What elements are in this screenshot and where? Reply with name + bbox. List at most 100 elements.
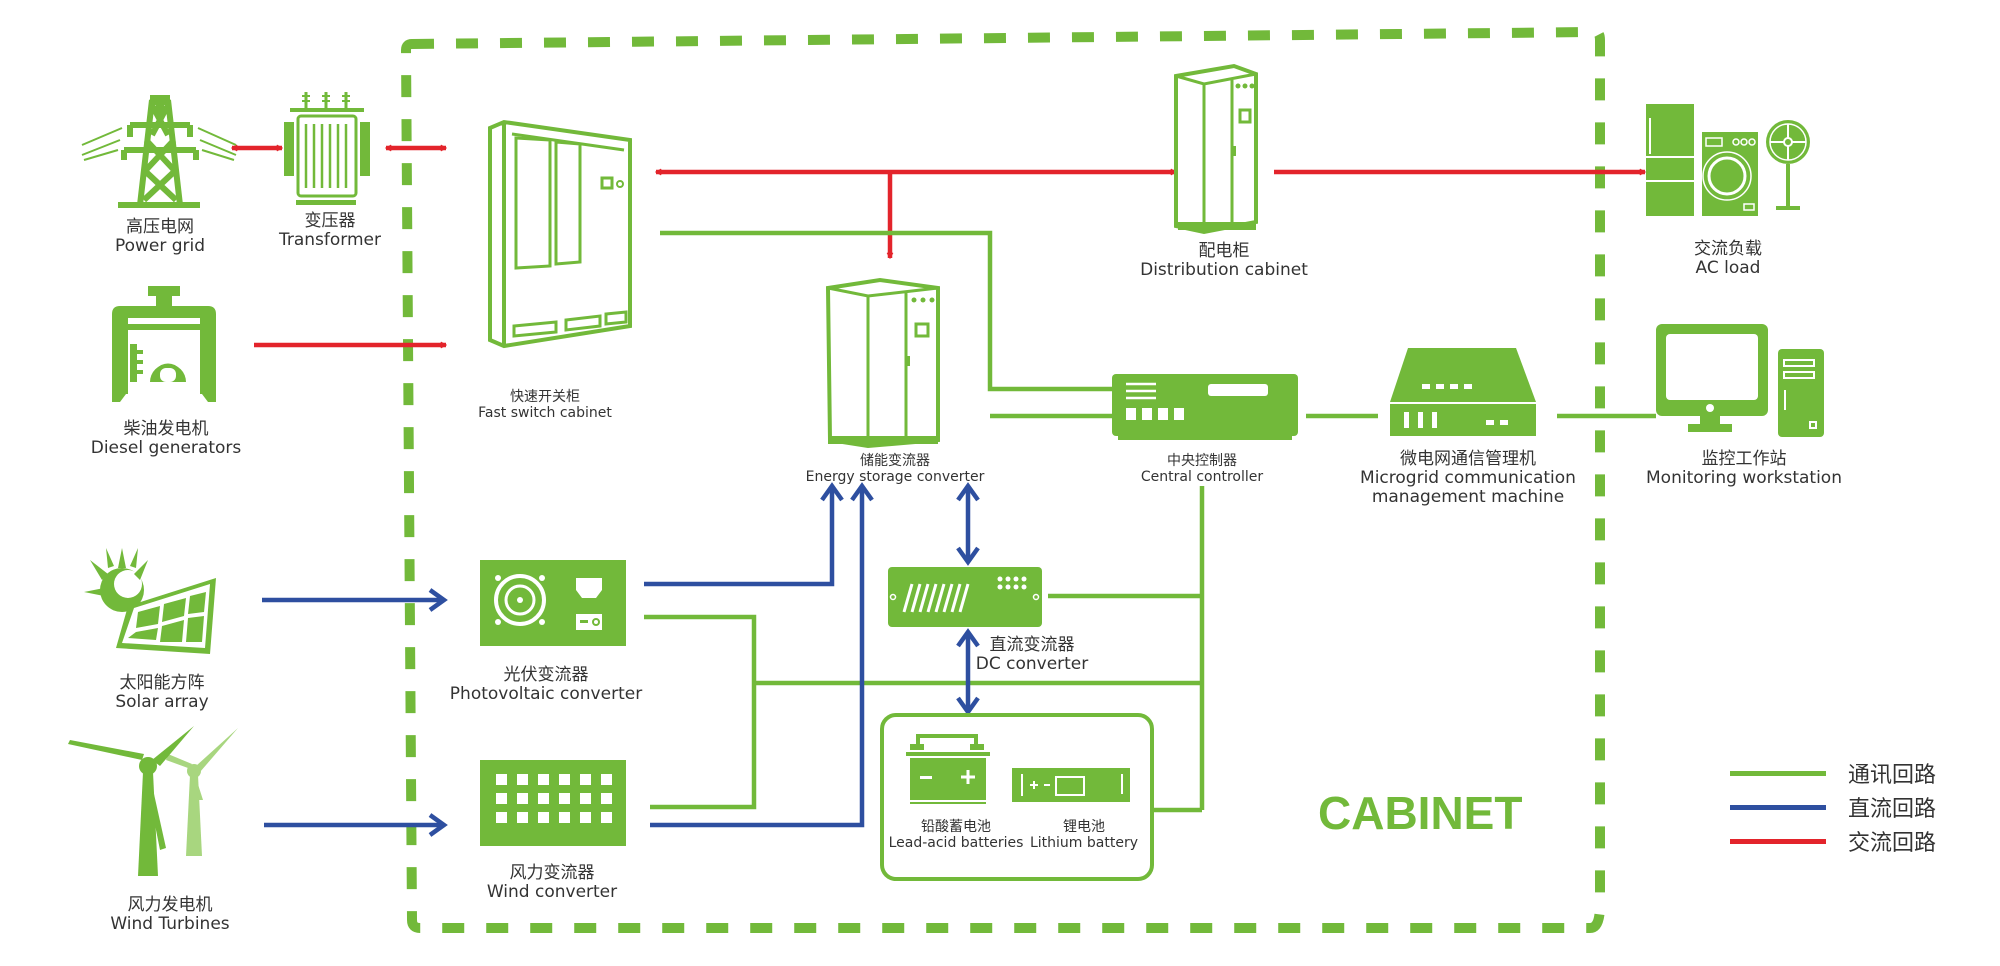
- vent-square: [517, 812, 528, 823]
- label-pv-converter: 光伏变流器 Photovoltaic converter: [449, 665, 643, 705]
- vent-square: [601, 774, 612, 785]
- vent-square: [559, 812, 570, 823]
- label-lead-acid: 铅酸蓄电池 Lead-acid batteries: [888, 819, 1024, 851]
- label-en: Fast switch cabinet: [478, 404, 612, 421]
- legend: 通讯回路 直流回路 交流回路: [1730, 756, 1936, 858]
- label-en: Microgrid communication: [1360, 468, 1576, 489]
- label-diesel: 柴油发电机 Diesel generators: [90, 419, 242, 459]
- dc-arrowhead: [956, 482, 980, 502]
- label-workstation: 监控工作站 Monitoring workstation: [1646, 449, 1842, 489]
- label-en: Monitoring workstation: [1646, 468, 1842, 489]
- label-cn: 高压电网: [125, 217, 194, 237]
- vent-square: [538, 793, 549, 804]
- legend-swatch: [1730, 804, 1826, 810]
- comm-line-switch-controller: [660, 230, 1112, 392]
- label-en: Central controller: [1140, 468, 1264, 485]
- label-cn: 光伏变流器: [503, 665, 589, 685]
- label-en: Diesel generators: [90, 438, 242, 459]
- label-ac-load: 交流负载 AC load: [1694, 239, 1762, 279]
- dc-arrowhead: [428, 588, 448, 612]
- label-central-controller: 中央控制器 Central controller: [1140, 453, 1264, 485]
- dc-arrowhead: [956, 696, 980, 716]
- dc-line-wind-storage: [650, 486, 865, 828]
- label-cn: 锂电池: [1062, 819, 1105, 835]
- legend-swatch: [1730, 838, 1826, 844]
- label-comm-machine: 微电网通信管理机 Microgrid communication managem…: [1360, 449, 1576, 507]
- dc-converter-icon: [888, 567, 1042, 627]
- lead-acid-battery-icon: [906, 734, 990, 804]
- label-cn: 风力变流器: [509, 863, 595, 883]
- communication-machine-icon: [1390, 348, 1536, 436]
- cabinet-boundary: [400, 26, 1605, 933]
- diesel-generator-icon: [112, 286, 216, 402]
- transformer-icon: [284, 92, 370, 205]
- dc-arrowhead: [956, 628, 980, 648]
- legend-item-dc: 直流回路: [1730, 790, 1936, 824]
- label-solar: 太阳能方阵 Solar array: [115, 673, 209, 713]
- lithium-battery-icon: [1012, 768, 1130, 802]
- switch-cabinet-icon: [488, 119, 632, 349]
- label-transformer: 变压器 Transformer: [278, 211, 382, 251]
- distribution-cabinet-icon: [1174, 63, 1258, 235]
- pv-converter-icon: [480, 560, 626, 646]
- storage-converter-icon: [825, 277, 940, 449]
- vent-square: [601, 793, 612, 804]
- label-dc-converter: 直流变流器 DC converter: [975, 635, 1089, 675]
- label-wind: 风力发电机 Wind Turbines: [110, 895, 229, 934]
- label-fast-switch: 快速开关柜 Fast switch cabinet: [478, 389, 612, 421]
- label-cn: 配电柜: [1198, 241, 1250, 261]
- vent-square: [580, 793, 591, 804]
- comm-line-pv-bus: [644, 614, 757, 810]
- legend-item-ac: 交流回路: [1730, 824, 1936, 858]
- vent-square: [496, 812, 507, 823]
- label-cn: 微电网通信管理机: [1399, 449, 1536, 469]
- vent-square: [538, 774, 549, 785]
- vent-square: [496, 793, 507, 804]
- battery-enclosure: [880, 713, 1154, 881]
- label-cn: 监控工作站: [1701, 449, 1787, 469]
- label-en: Wind converter: [486, 882, 618, 903]
- vent-square: [517, 793, 528, 804]
- label-cn: 变压器: [304, 211, 356, 231]
- label-en: Transformer: [278, 230, 382, 251]
- label-en: AC load: [1695, 258, 1761, 279]
- label-cn: 中央控制器: [1167, 453, 1237, 469]
- transmission-tower-icon: [81, 95, 237, 208]
- label-en: Lithium battery: [1029, 834, 1139, 851]
- vent-square: [496, 774, 507, 785]
- label-cn: 直流变流器: [989, 635, 1075, 655]
- vent-square: [580, 812, 591, 823]
- wind-turbine-icon: [68, 726, 238, 876]
- vent-square: [580, 774, 591, 785]
- ac-lines: [232, 148, 1645, 345]
- label-en: Photovoltaic converter: [449, 684, 643, 705]
- legend-label: 交流回路: [1848, 831, 1937, 856]
- label-en: Energy storage converter: [805, 468, 985, 485]
- label-en: Solar array: [115, 692, 209, 713]
- dc-lines: [262, 482, 980, 837]
- label-distribution: 配电柜 Distribution cabinet: [1140, 241, 1308, 280]
- comm-lines: [644, 230, 1656, 813]
- dc-arrowhead: [850, 482, 874, 502]
- label-energy-storage: 储能变流器 Energy storage converter: [805, 453, 985, 485]
- solar-panel-icon: [84, 548, 216, 654]
- legend-swatch: [1730, 770, 1826, 776]
- vent-square: [559, 774, 570, 785]
- label-wind-converter: 风力变流器 Wind converter: [486, 863, 618, 903]
- computer-icon: [1656, 324, 1824, 437]
- label-en: Lead-acid batteries: [888, 834, 1024, 851]
- label-cn: 储能变流器: [860, 453, 930, 469]
- label-en: DC converter: [975, 654, 1089, 675]
- vent-square: [538, 812, 549, 823]
- vent-square: [517, 774, 528, 785]
- dc-line-pv-storage: [644, 486, 835, 587]
- label-cn: 太阳能方阵: [119, 673, 205, 693]
- legend-item-comm: 通讯回路: [1730, 756, 1936, 790]
- appliances-icon: [1646, 104, 1810, 216]
- legend-label: 通讯回路: [1848, 763, 1937, 788]
- label-lithium: 锂电池 Lithium battery: [1029, 819, 1139, 851]
- label-cn: 快速开关柜: [509, 389, 580, 405]
- dc-arrowhead: [428, 813, 448, 837]
- label-cn: 柴油发电机: [123, 419, 209, 439]
